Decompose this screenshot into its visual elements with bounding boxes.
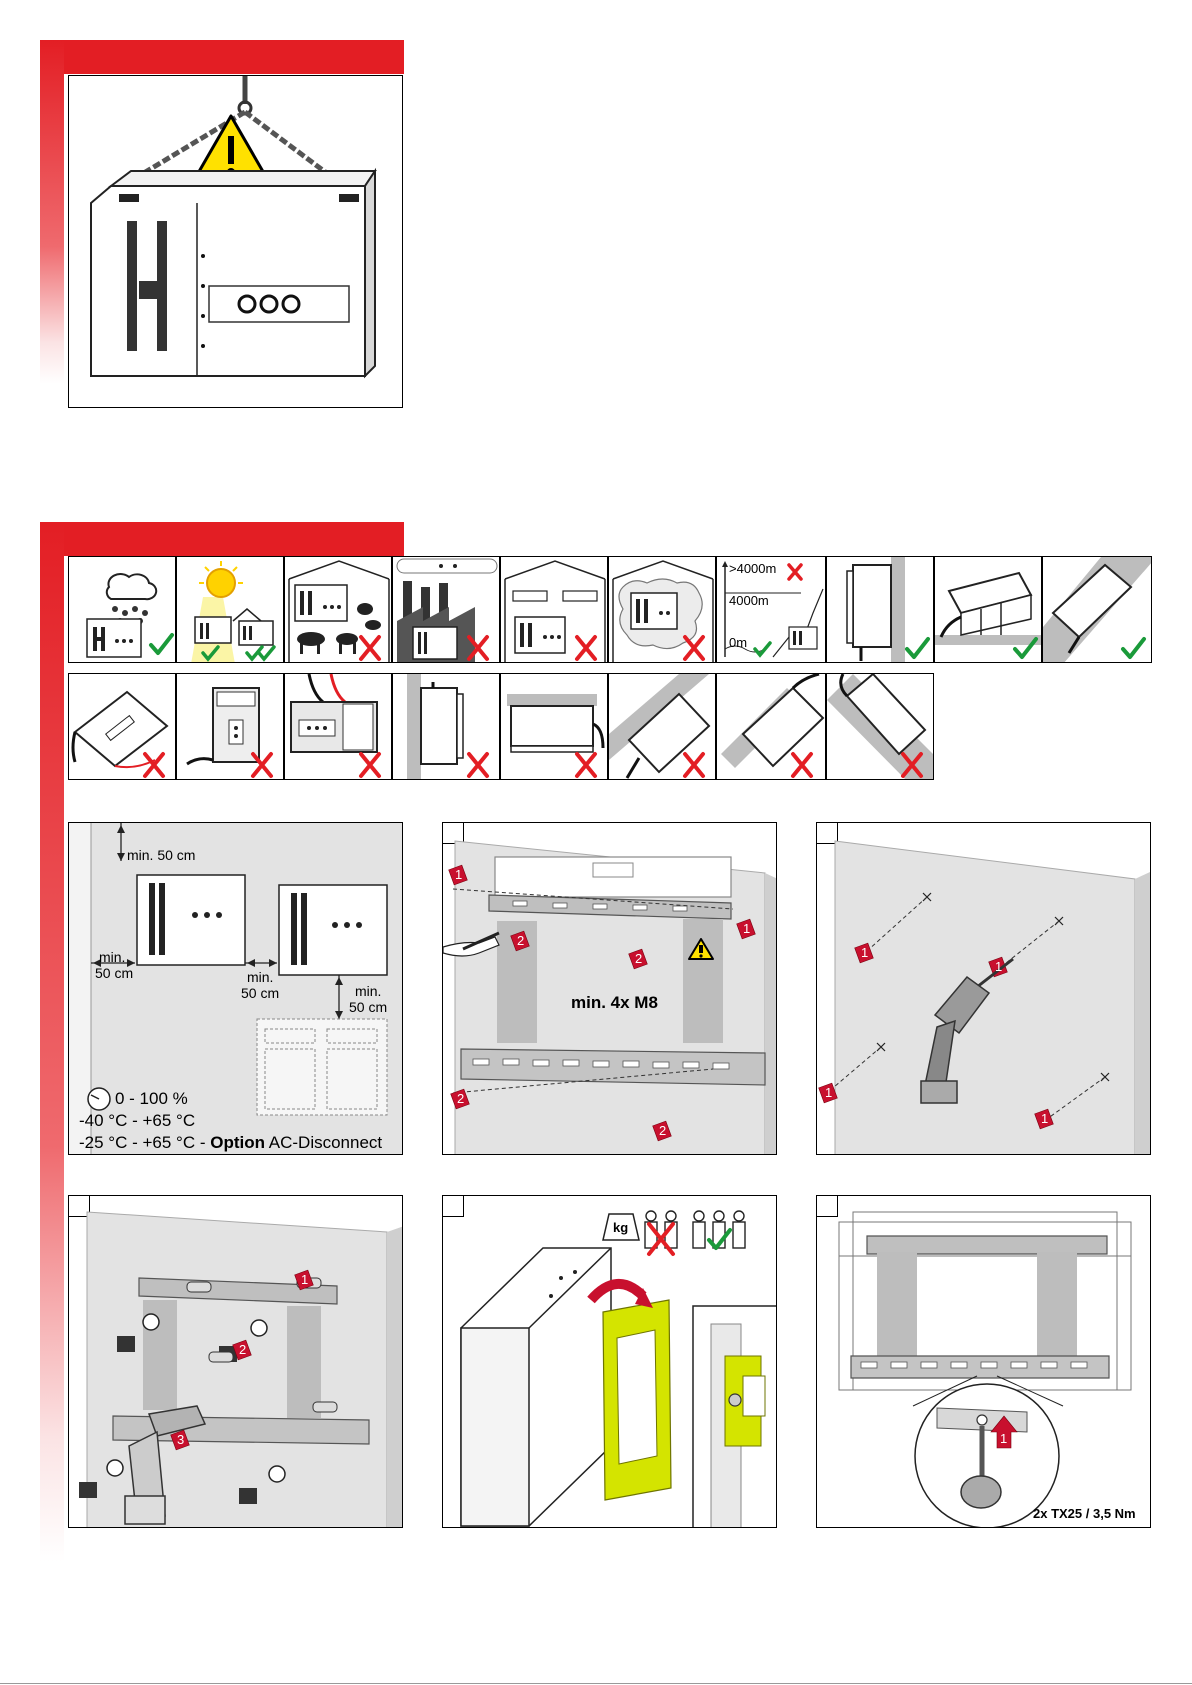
section-bar-lifting [40, 40, 64, 384]
clearance-left-label-2: 50 cm [95, 965, 133, 981]
drill-step: 1 1 1 1 [816, 822, 1151, 1155]
marker-label: 1 [825, 1086, 832, 1100]
rain-cell [68, 556, 176, 663]
temp-option-suffix: AC-Disconnect [265, 1133, 382, 1152]
altitude-cell: >4000m 4000m 0m [716, 556, 826, 663]
hang-inverter-step: kg [442, 1195, 777, 1528]
section-tab-installation [40, 522, 404, 556]
humidity-range: 0 - 100 % [115, 1089, 188, 1109]
marker-label: 2 [457, 1092, 464, 1106]
section-tab-lifting [40, 40, 404, 74]
marker-label: 2 [659, 1124, 666, 1138]
marker-label: 1 [995, 960, 1002, 974]
clearance-top-label: min. 50 cm [127, 847, 195, 863]
altitude-label-zero: 0m [729, 635, 747, 651]
marker-label: 1 [743, 922, 750, 936]
flat-floor-cell [68, 673, 176, 780]
weight-label: kg [613, 1220, 628, 1236]
sun-cell [176, 556, 284, 663]
fasten-bracket-step: 1 2 3 [68, 1195, 403, 1528]
temp-option-prefix: -25 °C - +65 °C - [79, 1133, 210, 1152]
clearance-left-label-1: min. [99, 949, 125, 965]
tilted-down-cell [608, 673, 716, 780]
sideways-cell [392, 673, 500, 780]
marker-label: 2 [517, 934, 524, 948]
section-bar-installation [40, 522, 64, 1562]
dust-cell [608, 556, 716, 663]
mark-holes-step: 1 2 2 1 2 2 min. 4x M8 [442, 822, 777, 1155]
tilted-wall-cell [1042, 556, 1152, 663]
marker-label: 1 [1000, 1432, 1007, 1446]
temperature-range-option: -25 °C - +65 °C - Option AC-Disconnect [79, 1133, 382, 1153]
temperature-range: -40 °C - +65 °C [79, 1111, 195, 1131]
page-bottom-rule [0, 1683, 1192, 1684]
marker-label: 2 [239, 1343, 246, 1357]
horizontal-wall-cell [284, 673, 392, 780]
industry-cell [392, 556, 500, 663]
altitude-label-high: >4000m [729, 561, 776, 577]
altitude-label-mid: 4000m [729, 593, 769, 609]
tilted-back-cell [716, 673, 826, 780]
living-room-cell [500, 556, 608, 663]
clearance-mid-label-1: min. [247, 969, 273, 985]
animals-cell [284, 556, 392, 663]
marker-label: 1 [301, 1273, 308, 1287]
secure-screws-step: 1 2x TX25 / 3,5 Nm [816, 1195, 1151, 1528]
temp-option-bold: Option [210, 1133, 265, 1152]
clearance-right-label-1: min. [355, 983, 381, 999]
anchor-spec: min. 4x M8 [571, 995, 658, 1011]
marker-label: 2 [635, 952, 642, 966]
torque-spec: 2x TX25 / 3,5 Nm [1033, 1506, 1136, 1522]
clearance-right-label-2: 50 cm [349, 999, 387, 1015]
lifting-figure [68, 75, 403, 408]
clearance-mid-label-2: 50 cm [241, 985, 279, 1001]
overhead-cell [500, 673, 608, 780]
tilted-floor-cell [934, 556, 1042, 663]
vertical-mount-cell [826, 556, 934, 663]
marker-label: 1 [1041, 1112, 1048, 1126]
clearance-step: min. 50 cm min. 50 cm min. 50 cm min. 50… [68, 822, 403, 1155]
upright-front-cell [176, 673, 284, 780]
tilted-over-cell [826, 673, 934, 780]
marker-label: 1 [861, 946, 868, 960]
marker-label: 1 [455, 868, 462, 882]
marker-label: 3 [177, 1433, 184, 1447]
